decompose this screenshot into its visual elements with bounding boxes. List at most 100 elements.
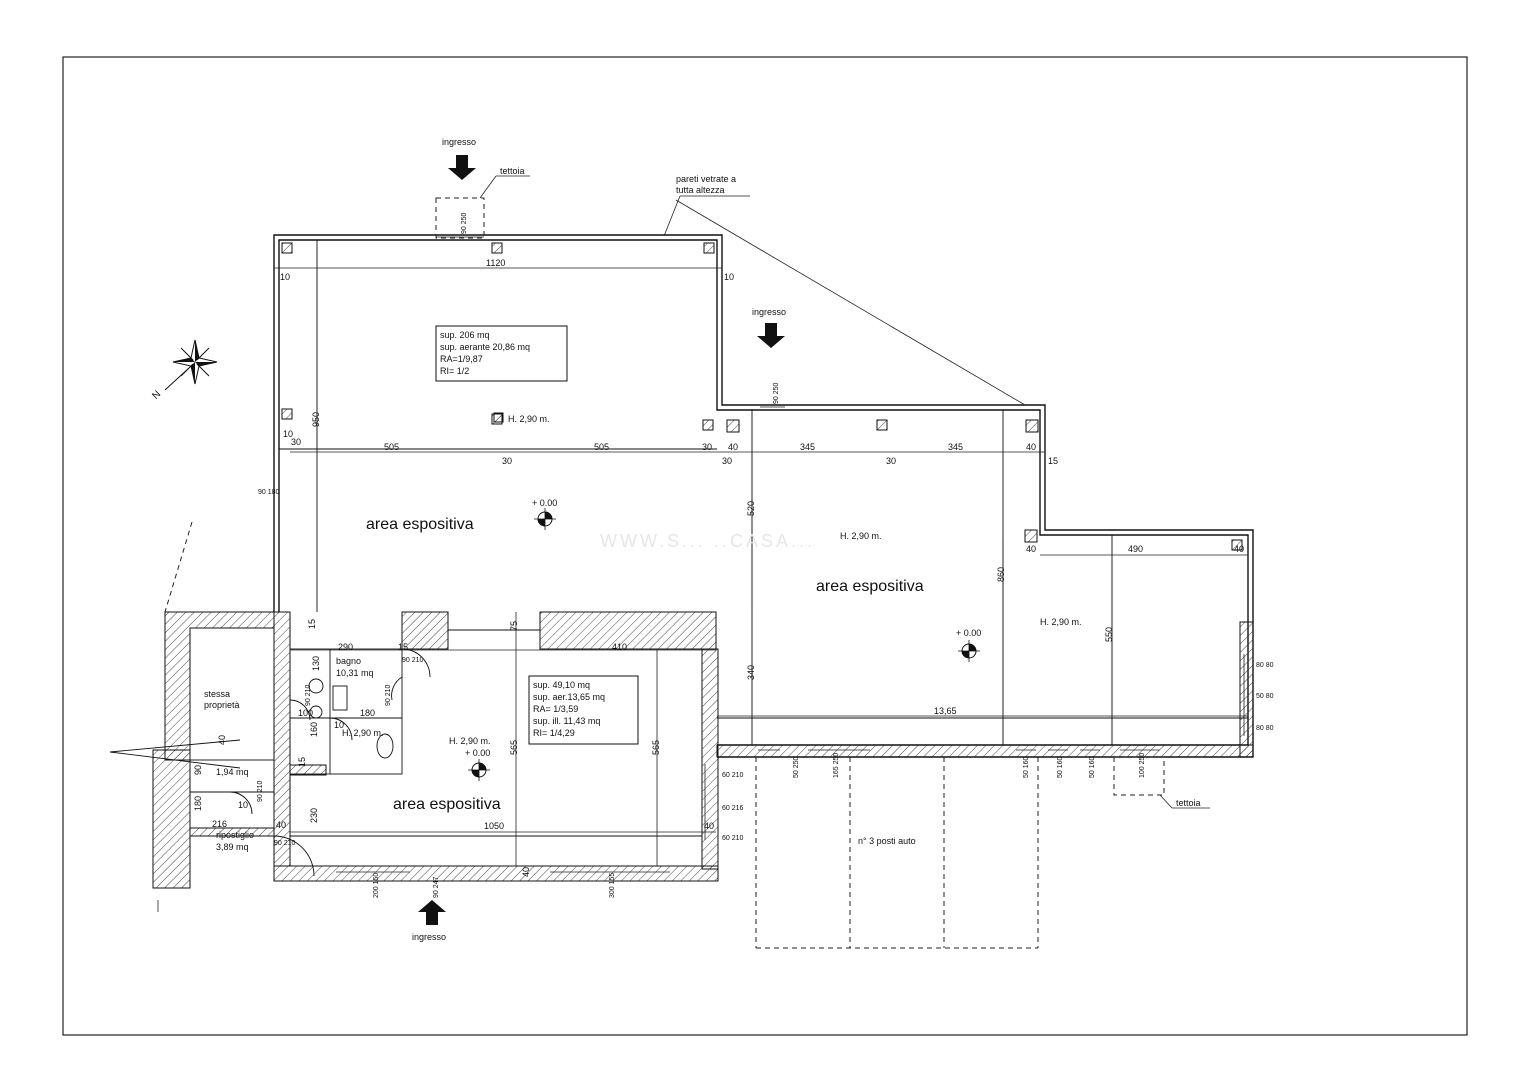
info-lower-line4: sup. ill. 11,43 mq (533, 716, 600, 726)
level-1: + 0.00 (532, 498, 557, 508)
lower-room (290, 629, 702, 837)
windows (336, 236, 1245, 873)
label-bathroom: bagno (336, 656, 361, 666)
win-165-250: 165 250 (833, 753, 840, 778)
info-lower-line2: sup. aer.13,65 mq (533, 692, 605, 702)
dim-40-door: 40 (217, 735, 227, 745)
label-glass-walls-1: pareti vetrate a (676, 174, 736, 184)
room-label-exhibit-main: area espositiva (366, 516, 474, 533)
win-70-210: 90 210 (257, 780, 264, 802)
win-60-210-b: 60 210 (722, 835, 744, 842)
dim-15-b: 15 (398, 642, 408, 652)
height-far-east: H. 2,90 m. (1040, 617, 1082, 627)
dim-290: 290 (338, 642, 353, 652)
room-label-exhibit-lower: area espositiva (393, 796, 501, 813)
label-same-property-1: stessa (204, 689, 230, 699)
dim-10-store: 10 (238, 800, 248, 810)
label-entrance-middle: ingresso (752, 307, 786, 317)
info-main-line1: sup. 206 mq (440, 330, 490, 340)
dim-40-c: 40 (1026, 544, 1036, 554)
label-small-area: 1,94 mq (216, 767, 249, 777)
info-lower-line1: sup. 49,10 mq (533, 680, 590, 690)
dim-550: 550 (1104, 627, 1114, 642)
win-50-160-c: 50 160 (1089, 756, 1096, 778)
dim-565-a: 565 (509, 740, 519, 755)
dim-130: 130 (311, 656, 321, 671)
dim-505-b: 505 (594, 442, 609, 452)
dim-1050: 1050 (484, 821, 504, 831)
info-lower-line3: RA= 1/3,59 (533, 704, 578, 714)
dim-90-small: 90 (193, 765, 203, 775)
height-main: H. 2,90 m. (508, 414, 550, 424)
win-90-250-top: 90 250 (461, 212, 468, 234)
win-90-247: 90 247 (433, 876, 440, 898)
dim-30-d: 30 (886, 456, 896, 466)
dim-10-left: 10 (280, 272, 290, 282)
entrance-arrow-top (448, 155, 476, 180)
info-lower-line5: RI= 1/4,29 (533, 728, 575, 738)
level-marker-1 (534, 508, 556, 530)
dim-520: 520 (746, 501, 756, 516)
win-80-80-a: 80 80 (1256, 662, 1274, 669)
win-50-160-b: 50 160 (1057, 756, 1064, 778)
label-entrance-top: ingresso (442, 137, 476, 147)
sheet-border (62, 56, 1468, 1036)
label-entrance-bottom: ingresso (412, 932, 446, 942)
level-3: + 0.00 (465, 748, 490, 758)
dim-30-c: 30 (722, 456, 732, 466)
dim-10-bath: 10 (334, 720, 344, 730)
dim-10-right: 10 (724, 272, 734, 282)
win-90-180: 90 180 (258, 489, 280, 496)
win-100-250: 100 250 (1139, 753, 1146, 778)
win-50-160-a: 50 160 (1023, 756, 1030, 778)
dim-505-a: 505 (384, 442, 399, 452)
dim-860: 860 (996, 567, 1006, 582)
boundary-dashed (164, 521, 193, 613)
info-main-line2: sup. aerante 20,86 mq (440, 342, 530, 352)
dim-40-store: 40 (276, 820, 286, 830)
room-label-exhibit-east: area espositiva (816, 578, 924, 595)
canopies (435, 175, 1210, 809)
dim-30-west: 30 (291, 437, 301, 447)
win-90-250-mid: 90 250 (773, 382, 780, 404)
label-parking: n° 3 posti auto (858, 836, 916, 846)
info-box-lower (528, 675, 639, 745)
entrance-arrow-middle (757, 323, 785, 348)
dim-1120: 1120 (486, 258, 505, 268)
dim-40-lower: 40 (704, 821, 714, 831)
pillars (281, 242, 1243, 551)
level-marker-2 (958, 640, 980, 662)
dim-75: 75 (509, 621, 519, 631)
entrance-arrow-bottom (418, 900, 446, 925)
label-storage: ripostiglio (216, 830, 254, 840)
dim-216: 216 (212, 819, 227, 829)
win-90-210-bath: 90 210 (402, 657, 424, 664)
dim-345-b: 345 (948, 442, 963, 452)
dim-345-a: 345 (800, 442, 815, 452)
height-bathroom: H. 2,90 m. (342, 728, 384, 738)
dim-40-d: 40 (1234, 544, 1244, 554)
dimension-lines (274, 245, 1248, 866)
win-60-210-a: 60 210 (722, 772, 744, 779)
label-canopy-bottom: tettoia (1176, 798, 1201, 808)
dim-950: 950 (311, 412, 321, 427)
label-glass-walls-2: tutta altezza (676, 185, 725, 195)
dim-1365: 13,65 (934, 706, 957, 716)
dim-490: 490 (1128, 544, 1143, 554)
info-main-line3: RA=1/9,87 (440, 354, 483, 364)
win-300-155: 300 155 (609, 873, 616, 898)
win-50-80: 50 80 (1256, 693, 1274, 700)
watermark: WWW.S... ..CASA... (600, 531, 815, 551)
storage-rooms (109, 739, 315, 877)
compass-rose-icon (164, 339, 218, 391)
win-60-216: 60 216 (722, 805, 744, 812)
dim-410: 410 (612, 642, 627, 652)
dim-230: 230 (309, 808, 319, 823)
label-storage-area: 3,89 mq (216, 842, 249, 852)
win-90-210-b: 90 210 (385, 684, 392, 706)
win-90-210-store: 90 210 (274, 840, 296, 847)
level-2: + 0.00 (956, 628, 981, 638)
dim-100: 100 (298, 708, 313, 718)
info-main-line4: RI= 1/2 (440, 366, 469, 376)
